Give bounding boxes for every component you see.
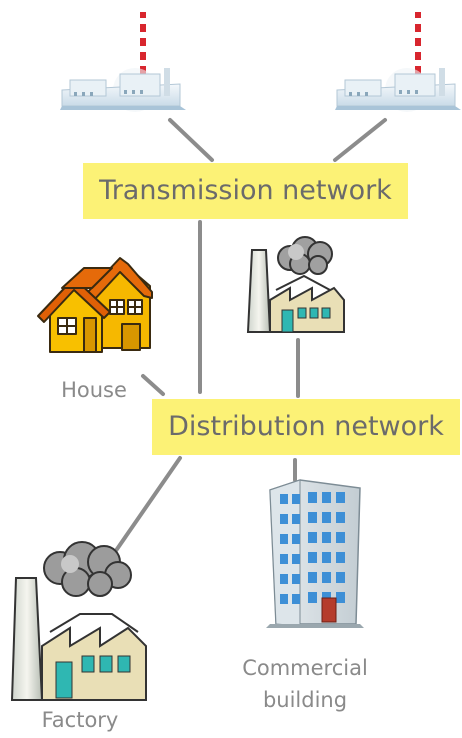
house-caption: House [61,378,127,402]
distribution-network-label: Distribution network [152,399,460,455]
plant-left-to-transmission-line [168,118,214,162]
power-plant-icon [335,12,461,112]
commercial-building-caption: Commercial building [230,652,380,716]
plant-right-to-transmission-line [333,118,387,162]
commercial-caption-line2: building [262,688,348,712]
distribution-to-factory-line [113,456,182,554]
smoke-cloud-icon [277,236,333,275]
transmission-network-label: Transmission network [83,163,408,219]
commercial-caption-line1: Commercial [242,656,368,680]
house-icon [37,257,153,353]
factory-caption: Factory [41,708,119,732]
factory-icon [10,541,147,701]
office-building-icon [266,479,364,628]
power-plant-icon [60,12,186,112]
industrial-plant-icon [246,236,345,333]
connector-lines [113,118,387,554]
house-to-distribution-line [141,374,165,396]
smoke-cloud-icon [43,541,132,597]
